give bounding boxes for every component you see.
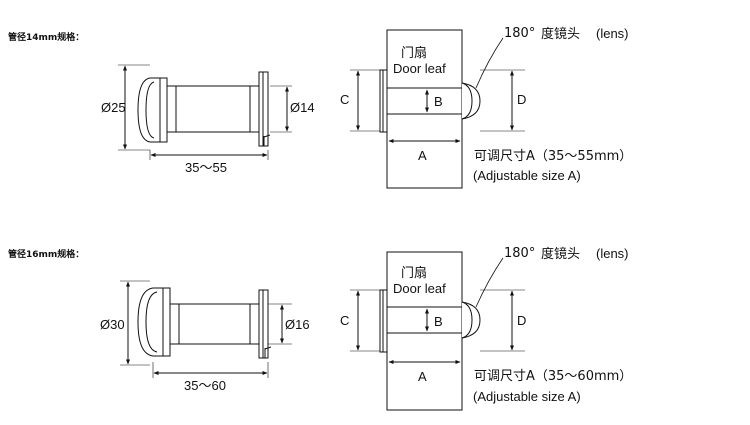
length-range-label: 35～55 [185, 160, 227, 175]
dim-b-label: B [434, 314, 443, 329]
outer-diameter-label: Ø25 [101, 100, 126, 115]
installation-view [350, 251, 525, 411]
lens-en-label: (lens) [596, 246, 629, 261]
length-range-label: 35～60 [184, 378, 226, 393]
angle-label: 180° [504, 26, 535, 41]
spec-title-14mm: 管径14mm规格： [8, 33, 85, 43]
outer-diameter-label: Ø30 [100, 317, 125, 332]
peephole-side-view [120, 280, 292, 378]
section-14mm: Ø25 Ø14 35～55 门扇 [101, 26, 632, 189]
section-16mm: Ø30 Ø16 35～60 门扇 Door leaf C B D A 180° … [100, 246, 632, 411]
door-leaf-cn: 门扇 [401, 45, 427, 61]
tube-diameter-label: Ø14 [290, 100, 315, 115]
dim-b-label: B [434, 94, 443, 109]
lens-en-label: (lens) [596, 26, 629, 41]
door-leaf-en: Door leaf [393, 61, 446, 76]
dim-a-label: A [418, 369, 427, 384]
adjustable-cn-label: 可调尺寸A（35～55mm） [474, 149, 632, 164]
dim-c-label: C [340, 92, 349, 107]
adjustable-en-label: (Adjustable size A) [473, 168, 581, 183]
peephole-side-view [118, 64, 292, 160]
door-leaf-en: Door leaf [393, 281, 446, 296]
adjustable-cn-label: 可调尺寸A（35～60mm） [474, 369, 632, 384]
dim-c-label: C [340, 313, 349, 328]
adjustable-en-label: (Adjustable size A) [473, 389, 581, 404]
dim-a-label: A [418, 148, 427, 163]
installation-view [350, 29, 525, 189]
dim-d-label: D [517, 92, 526, 107]
spec-title-16mm: 管径16mm规格： [8, 250, 85, 260]
lens-cn-label: 度镜头 [541, 246, 580, 262]
door-leaf-cn: 门扇 [401, 265, 427, 281]
lens-cn-label: 度镜头 [541, 26, 580, 42]
dim-d-label: D [517, 313, 526, 328]
tube-diameter-label: Ø16 [285, 317, 310, 332]
angle-label: 180° [504, 246, 535, 261]
